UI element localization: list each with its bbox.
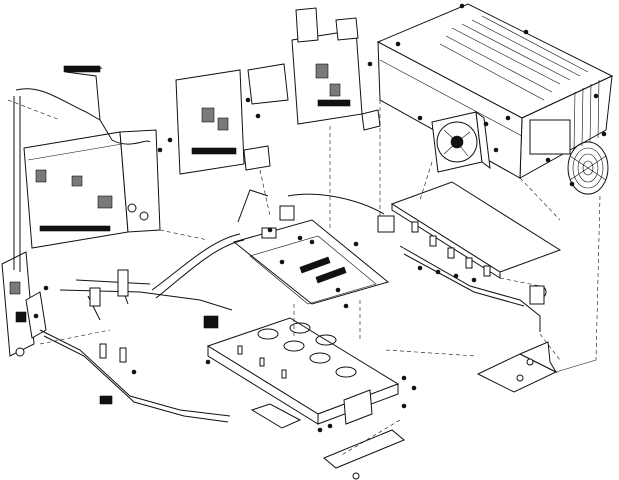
top-cover: [376, 3, 614, 179]
front-panel: [1, 251, 47, 357]
power-board: [390, 181, 562, 299]
backplane-board: [232, 205, 390, 305]
bottom-bracket: [323, 429, 405, 480]
small-plate: [203, 315, 302, 429]
riser-card-top: [291, 7, 381, 131]
cable-harness: [13, 65, 545, 423]
cooling-fan: [431, 110, 491, 173]
leader-lines: [7, 99, 601, 457]
riser-card-mid: [175, 63, 289, 175]
main-io-board: [23, 129, 161, 249]
fasteners: [33, 3, 607, 433]
base-chassis: [206, 317, 400, 425]
fan-guard: [567, 141, 609, 195]
right-bracket: [476, 341, 558, 393]
